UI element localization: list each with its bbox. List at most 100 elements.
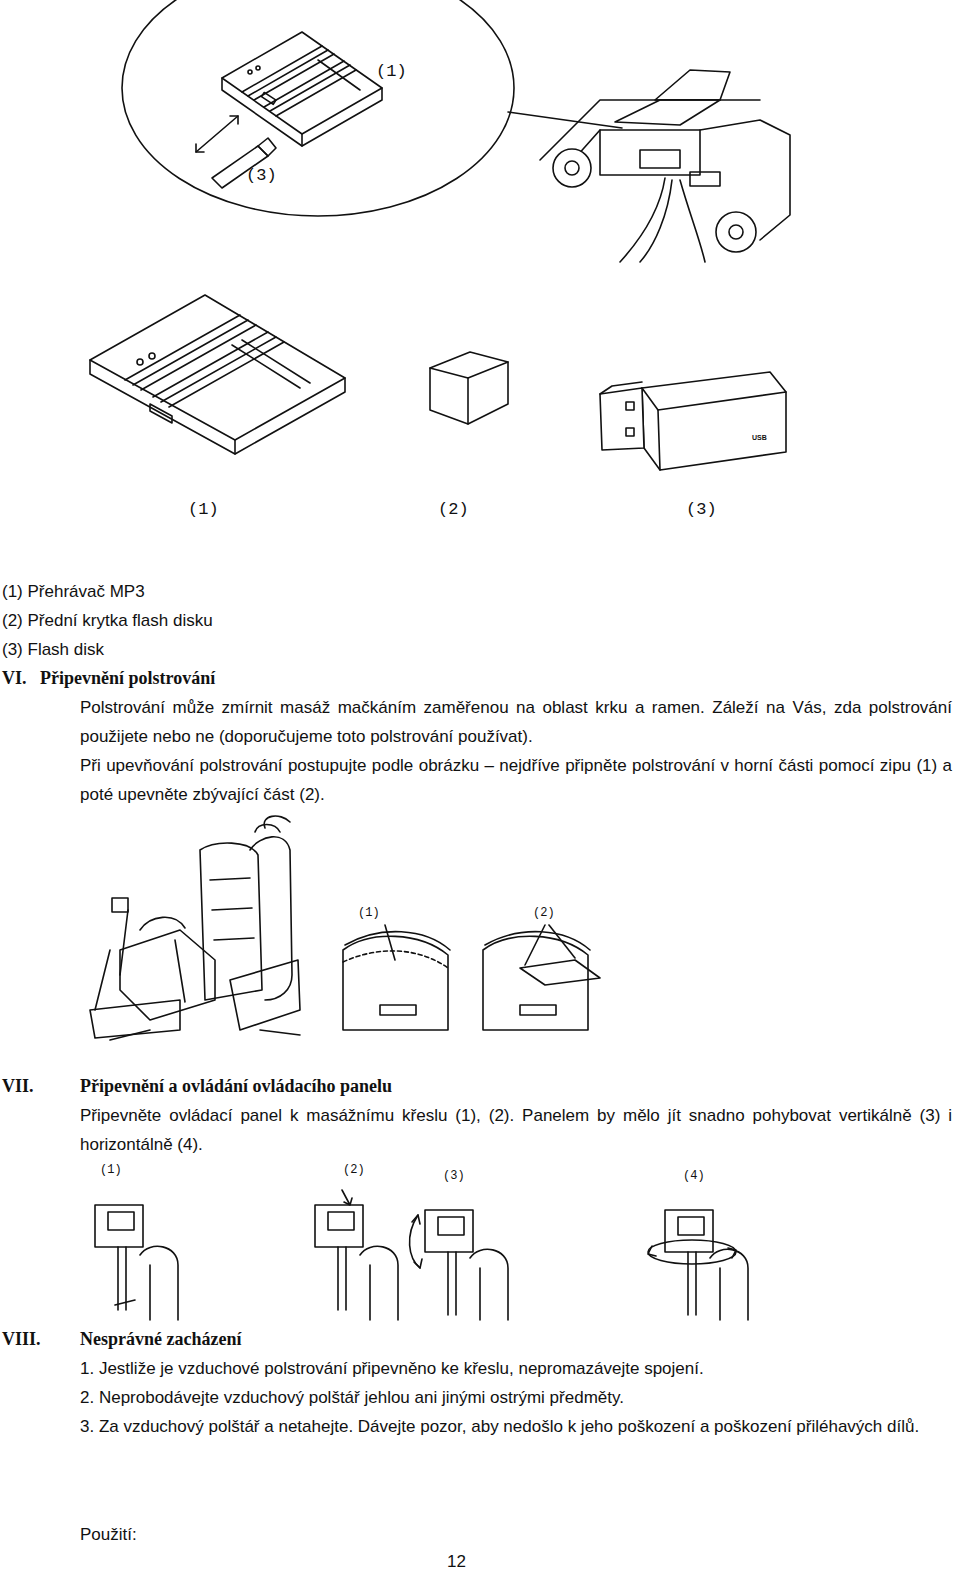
flash-disk-part	[600, 388, 644, 450]
detail-circle-part	[508, 112, 622, 128]
mp3-player	[90, 295, 345, 454]
panel-steps-part-part	[648, 1240, 736, 1264]
padding-step-2-part	[525, 925, 545, 965]
list-item: 1. Jestliže je vzduchové polstrování při…	[80, 1354, 704, 1383]
massage-chair-part	[110, 1030, 300, 1040]
flash-disk-part	[642, 388, 660, 470]
flash-disk-part	[626, 428, 634, 436]
mp3-player-part	[137, 359, 143, 365]
flash-disk-part	[642, 372, 786, 410]
panel-steps-part-part	[108, 1212, 134, 1230]
callout-number: (1)	[358, 906, 380, 920]
massage-chair	[90, 816, 300, 1040]
front-cover-part	[430, 352, 508, 378]
mp3-player-detail-part	[248, 50, 328, 96]
usb-marking: USB	[752, 434, 767, 442]
chair-base-detail-part	[680, 180, 705, 262]
padding-step-1-part	[345, 932, 450, 950]
flash-disk-detail-part	[258, 138, 276, 156]
mp3-player-part	[90, 295, 345, 440]
massage-chair-part	[230, 960, 300, 1030]
panel-steps-part-part	[342, 1190, 352, 1205]
padding-step-1-part	[343, 936, 448, 1030]
panel-steps-part-part	[448, 1252, 456, 1315]
panel-steps-part-part	[688, 1252, 696, 1315]
flash-disk-part	[658, 392, 786, 470]
panel-steps-part-part	[338, 1247, 346, 1310]
section-number: VIII.	[2, 1325, 41, 1354]
list-item: 3. Za vzduchový polštář a netahejte. Dáv…	[80, 1412, 952, 1441]
massage-chair-part	[112, 898, 128, 912]
section-heading: Připevnění polstrování	[40, 664, 215, 693]
callout-number: (1)	[376, 62, 407, 82]
padding-step-1-part	[380, 1005, 416, 1015]
padding-step-1	[343, 925, 450, 1030]
mp3-player-detail-part	[270, 65, 350, 111]
panel-steps-part-part	[328, 1212, 354, 1230]
massage-chair-part	[250, 837, 292, 1000]
panel-steps-part-part	[412, 1215, 422, 1268]
legend-item: (2) Přední krytka flash disku	[2, 606, 213, 635]
massage-chair-part	[120, 910, 128, 975]
callout-number: (3)	[246, 166, 277, 186]
padding-step-2-part	[483, 936, 588, 1030]
flash-disk	[600, 372, 786, 470]
legend-item: (3) Flash disk	[2, 635, 104, 664]
callout-number: (4)	[683, 1169, 705, 1183]
section-number: VII.	[2, 1072, 34, 1101]
padding-step-2-part	[520, 1005, 556, 1015]
callout-number: (2)	[438, 500, 469, 520]
callout-number: (1)	[188, 500, 219, 520]
chair-base-detail-part	[640, 180, 672, 262]
chair-base-detail-part	[690, 172, 720, 186]
flash-disk-part	[626, 402, 634, 410]
panel-steps-part-part	[470, 1249, 508, 1320]
list-item: 2. Neprobodávejte vzduchový polštář jehl…	[80, 1383, 624, 1412]
padding-step-2-part	[549, 925, 575, 958]
mp3-player-part	[153, 332, 268, 397]
detail-circle-part	[122, 0, 514, 216]
panel-steps-part-part	[710, 1249, 748, 1320]
chair-base-detail-part	[729, 225, 743, 239]
flash-disk-part	[600, 382, 642, 394]
chair-base-detail-part	[565, 161, 579, 175]
page-number: 12	[447, 1547, 466, 1574]
chair-base-detail-part	[615, 100, 720, 125]
panel-steps-part	[95, 1205, 178, 1320]
panel-steps-part	[648, 1210, 748, 1320]
detail-circle	[122, 0, 622, 216]
massage-chair-part	[200, 843, 262, 1000]
massage-chair-part	[210, 878, 254, 940]
panel-steps-part-part	[118, 1247, 126, 1310]
chair-base-detail-part	[600, 130, 700, 175]
flash-disk-detail	[196, 116, 276, 188]
chair-base-detail-part	[640, 150, 680, 168]
panel-steps-part-part	[438, 1217, 464, 1235]
panel-steps-part	[315, 1190, 398, 1320]
panel-steps-part-part	[665, 1210, 713, 1252]
mp3-player-part	[125, 315, 240, 380]
chair-base-detail-part	[560, 120, 790, 240]
mp3-player-part	[169, 342, 284, 407]
mp3-player-part	[234, 440, 236, 454]
flash-disk-detail-part	[230, 116, 238, 124]
massage-chair-part	[255, 825, 280, 833]
chair-base-detail-part	[716, 212, 756, 252]
panel-steps	[95, 1190, 748, 1320]
mp3-player-detail-part	[256, 66, 260, 70]
mp3-player-part	[150, 404, 172, 423]
chair-base-detail-part	[553, 149, 591, 187]
panel-steps-part-part	[648, 1246, 736, 1258]
padding-step-1-part	[385, 925, 395, 960]
front-cover-part	[467, 378, 469, 424]
mp3-player-detail-part	[301, 134, 303, 146]
mp3-player-detail-part	[242, 46, 322, 92]
mp3-player-part	[90, 360, 345, 454]
panel-steps-part-part	[425, 1210, 473, 1252]
padding-step-2	[483, 925, 600, 1030]
paragraph: Polstrování může zmírnit masáž mačkáním …	[80, 693, 952, 751]
chair-base-detail	[540, 70, 790, 262]
panel-steps-part-part	[95, 1205, 143, 1247]
flash-disk-detail-part	[196, 116, 238, 152]
callout-number: (1)	[100, 1163, 122, 1177]
